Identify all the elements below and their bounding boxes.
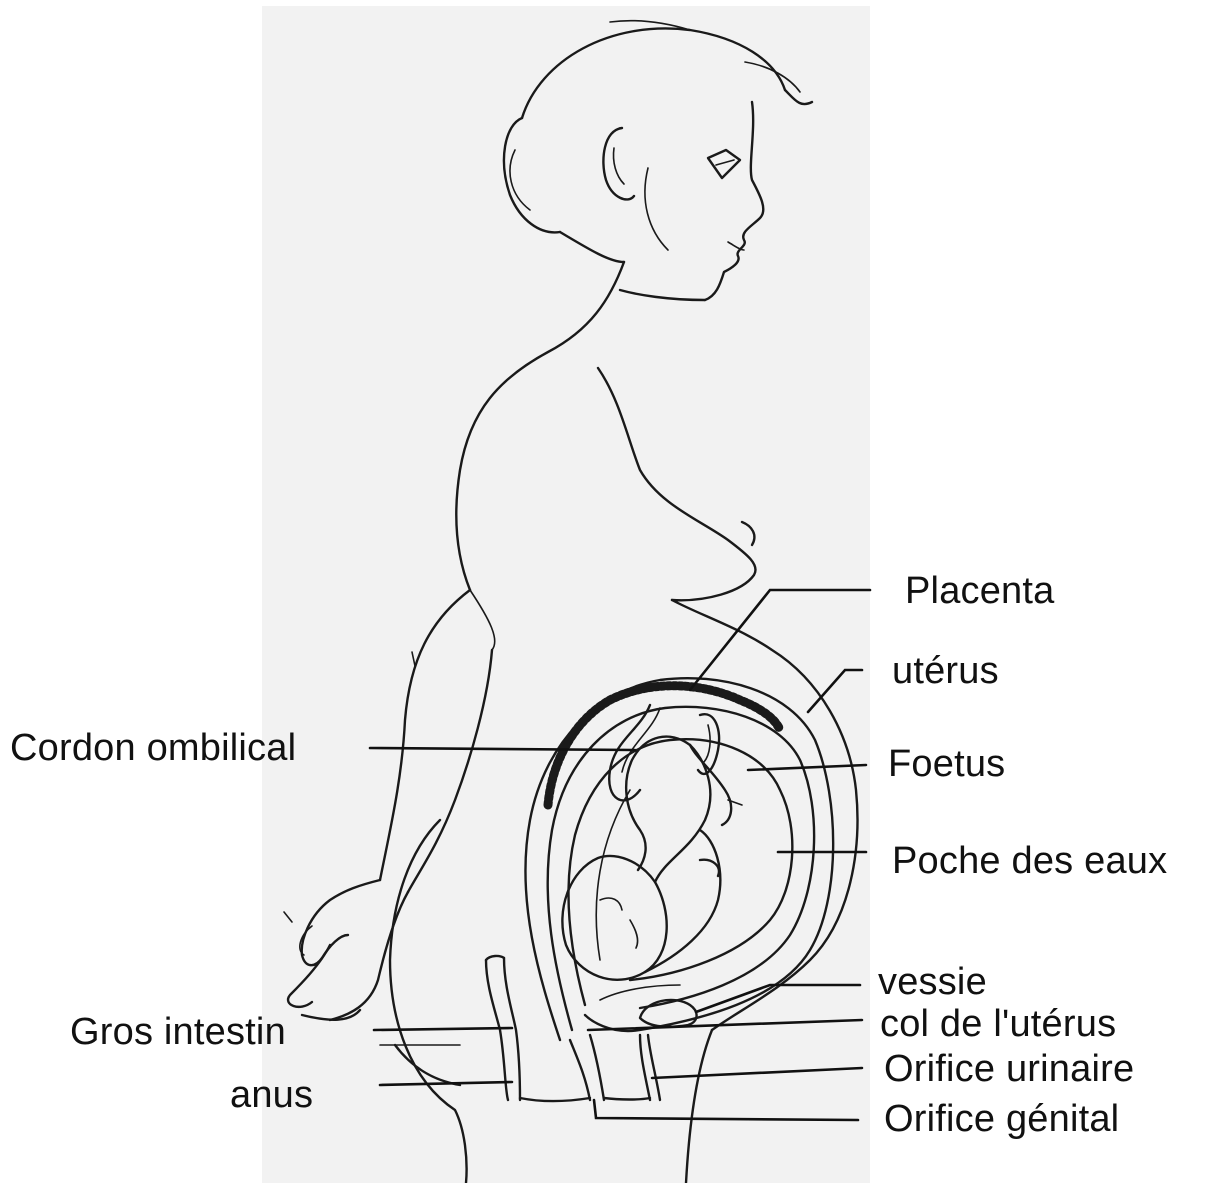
leader-vessie — [696, 985, 860, 1012]
label-uterus: utérus — [892, 652, 999, 690]
label-placenta: Placenta — [905, 572, 1054, 610]
label-cordon-ombilical: Cordon ombilical — [10, 729, 296, 767]
leader-gros-intestin — [374, 1028, 512, 1030]
leader-cordon — [370, 748, 635, 750]
leader-anus — [380, 1082, 512, 1085]
leader-orifice-urinaire — [652, 1068, 862, 1078]
label-col-de-l-uterus: col de l'utérus — [880, 1005, 1116, 1043]
foetus-shape — [562, 714, 742, 980]
label-poche-des-eaux: Poche des eaux — [892, 842, 1167, 880]
head-outline — [504, 21, 812, 300]
label-orifice-genital: Orifice génital — [884, 1100, 1119, 1138]
leader-placenta — [690, 590, 870, 690]
leader-lines — [370, 590, 870, 1120]
label-orifice-urinaire: Orifice urinaire — [884, 1050, 1134, 1088]
label-gros-intestin: Gros intestin — [70, 1013, 286, 1051]
label-vessie: vessie — [878, 963, 987, 1001]
placenta-shape — [548, 686, 780, 805]
label-anus: anus — [230, 1076, 313, 1114]
label-foetus: Foetus — [888, 745, 1005, 783]
leader-orifice-genital — [594, 1100, 858, 1120]
